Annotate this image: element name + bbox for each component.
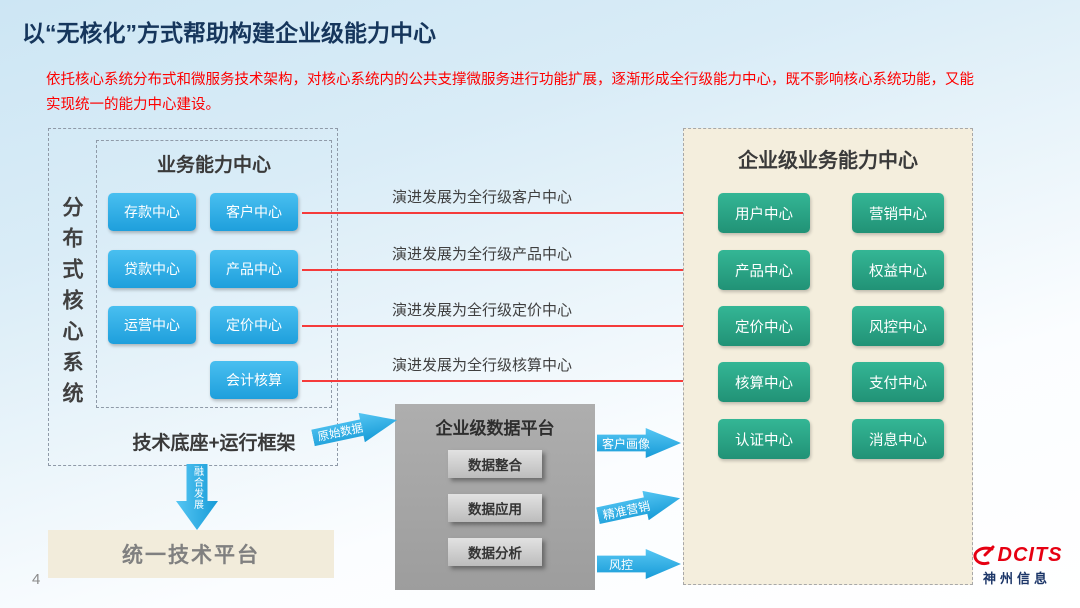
evolution-label-product: 演进发展为全行级产品中心 <box>392 246 573 263</box>
evolution-arrow-line <box>302 208 715 218</box>
slide-subtitle: 依托核心系统分布式和微服务技术架构，对核心系统内的公共支撑微服务进行功能扩展，逐… <box>46 72 974 113</box>
center-node-loan: 贷款中心 <box>108 250 196 288</box>
ent-node-rights: 权益中心 <box>852 250 944 290</box>
customer-profile-arrow: 客户画像 <box>597 428 681 458</box>
data-platform-title: 企业级数据平台 <box>435 419 555 438</box>
evolution-arrow-line <box>302 265 715 275</box>
slide-title: 以“无核化”方式帮助构建企业级能力中心 <box>22 20 436 46</box>
page-number: 4 <box>32 571 41 588</box>
precision-marketing-arrow-label: 精准营销 <box>601 498 652 523</box>
data-module-integration: 数据整合 <box>448 450 542 478</box>
core-system-vertical-label: 分布式核心系统 <box>60 196 83 413</box>
center-node-deposit: 存款中心 <box>108 193 196 231</box>
enterprise-center-title: 企业级业务能力中心 <box>738 150 918 172</box>
ent-node-marketing: 营销中心 <box>852 193 944 233</box>
evolution-label-pricing: 演进发展为全行级定价中心 <box>392 302 573 319</box>
unified-platform-box: 统一技术平台 <box>48 530 334 578</box>
precision-marketing-arrow: 精准营销 <box>595 484 683 531</box>
ent-node-pricing: 定价中心 <box>718 306 810 346</box>
ent-node-accounting: 核算中心 <box>718 362 810 402</box>
ent-node-message: 消息中心 <box>852 419 944 459</box>
risk-control-arrow: 风控 <box>597 549 681 579</box>
center-node-operations: 运营中心 <box>108 306 196 344</box>
fusion-development-arrow: 融合发展 <box>176 464 218 530</box>
dcits-logo: DCITS 神州信息 <box>962 544 1072 587</box>
center-node-customer: 客户中心 <box>210 193 298 231</box>
ent-node-risk: 风控中心 <box>852 306 944 346</box>
logo-company-text: 神州信息 <box>982 571 1051 586</box>
fusion-development-arrow-label: 融合发展 <box>191 466 203 510</box>
ent-node-auth: 认证中心 <box>718 419 810 459</box>
business-center-title: 业务能力中心 <box>156 155 271 176</box>
evolution-arrow-line <box>302 321 715 331</box>
evolution-arrow-line <box>302 376 715 386</box>
ent-node-payment: 支付中心 <box>852 362 944 402</box>
ent-node-product: 产品中心 <box>718 250 810 290</box>
business-center-panel <box>96 140 332 408</box>
ent-node-user: 用户中心 <box>718 193 810 233</box>
evolution-label-accounting: 演进发展为全行级核算中心 <box>392 357 573 374</box>
center-node-accounting: 会计核算 <box>210 361 298 399</box>
logo-brand-text: DCITS <box>997 544 1063 566</box>
data-module-application: 数据应用 <box>448 494 542 522</box>
risk-control-arrow-label: 风控 <box>609 557 634 572</box>
center-node-product: 产品中心 <box>210 250 298 288</box>
tech-base-label: 技术底座+运行框架 <box>132 433 296 454</box>
evolution-label-customer: 演进发展为全行级客户中心 <box>392 189 573 206</box>
data-module-analysis: 数据分析 <box>448 538 542 566</box>
customer-profile-arrow-label: 客户画像 <box>602 436 651 451</box>
center-node-pricing: 定价中心 <box>210 306 298 344</box>
dcits-logo-swoosh-icon <box>972 545 994 565</box>
